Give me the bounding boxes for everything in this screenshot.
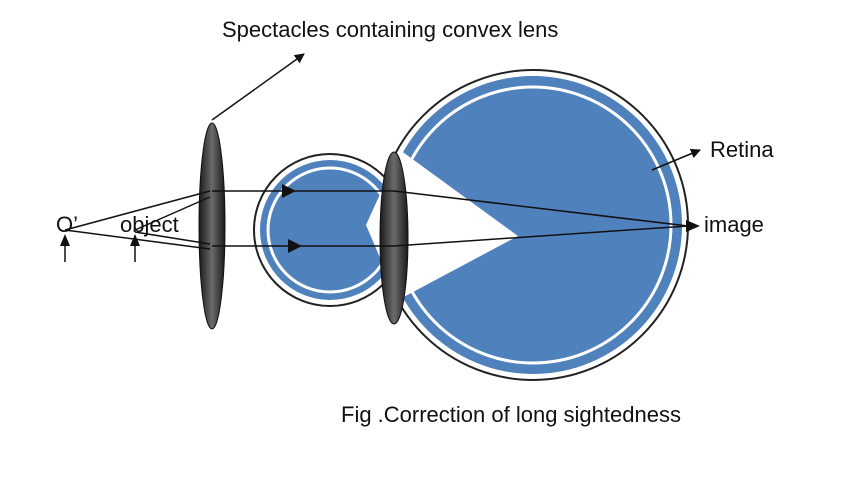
cornea-body: [260, 160, 400, 300]
object-arrows: [64, 240, 136, 262]
object-prime-label: O’: [56, 212, 78, 237]
parallel-ray-lower-arrow: [288, 239, 302, 253]
retina-label: Retina: [710, 137, 774, 162]
object-label: object: [120, 212, 179, 237]
parallel-ray-upper-arrow: [282, 184, 296, 198]
image-arrow: [686, 220, 700, 232]
incident-ray-lower: [64, 229, 211, 250]
object-arrow-head: [130, 234, 140, 246]
refracted-ray-upper: [393, 190, 689, 227]
incident-ray-mid-lower: [134, 231, 211, 245]
eye-lens: [379, 151, 409, 325]
spectacles-label: Spectacles containing convex lens: [222, 17, 559, 42]
incident-ray-mid-upper: [134, 196, 211, 231]
eyeball-body: [384, 76, 682, 374]
image-label: image: [704, 212, 764, 237]
figure-caption: Fig .Correction of long sightedness: [341, 402, 681, 427]
parallel-rays: [212, 190, 394, 247]
retina-pointer-line: [651, 148, 701, 171]
incident-rays: [64, 190, 211, 250]
object-prime-arrow-head: [60, 234, 70, 246]
refracted-rays: [393, 190, 689, 247]
eyeball: [377, 69, 689, 381]
incident-ray-upper: [64, 190, 211, 231]
spectacle-lens: [198, 122, 226, 330]
refracted-ray-lower: [393, 225, 689, 247]
spectacles-pointer-line: [211, 53, 305, 121]
